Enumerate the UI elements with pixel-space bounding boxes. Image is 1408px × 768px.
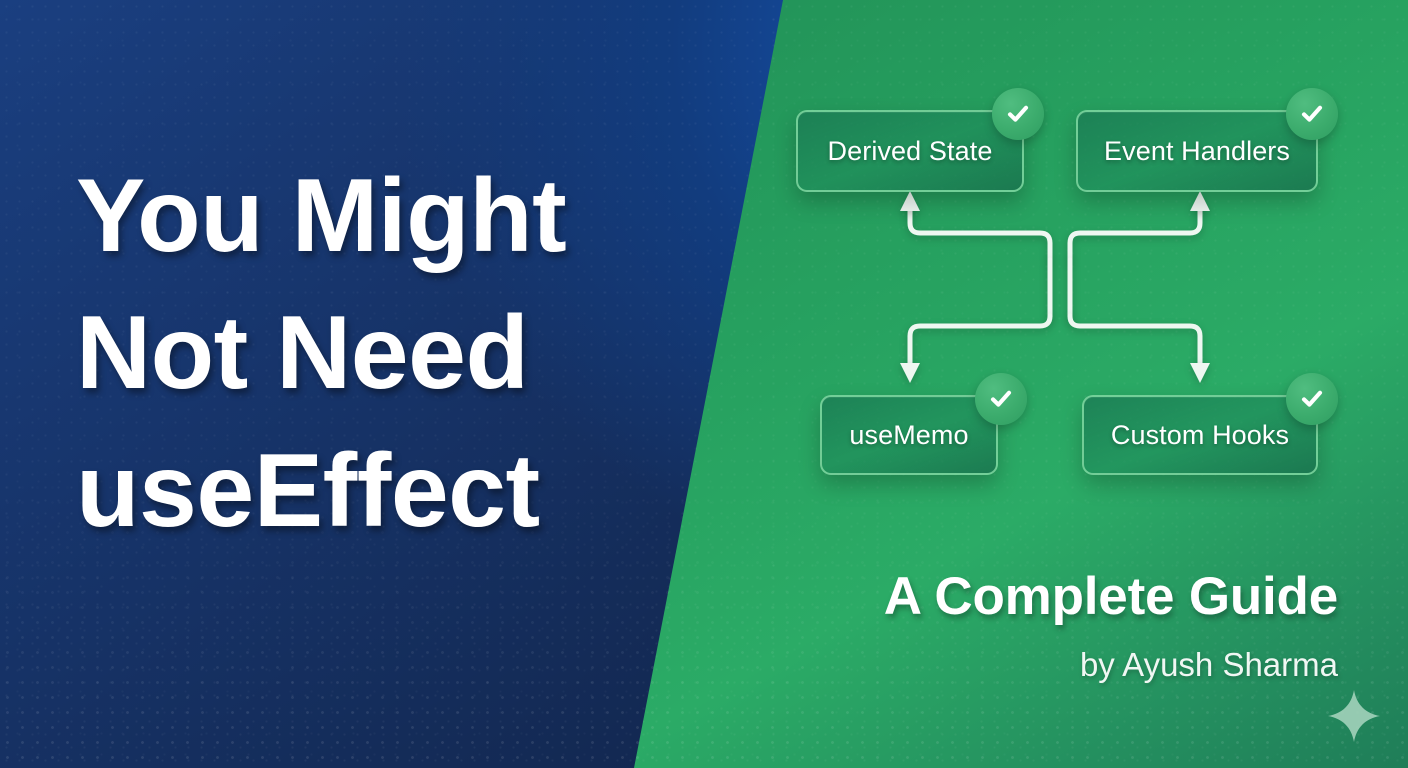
- node-label-derived-state: Derived State: [827, 135, 993, 166]
- arrowhead-event-handlers: [1190, 191, 1210, 211]
- check-icon-custom-hooks: [1286, 373, 1338, 425]
- connector-to-event-handlers: [1067, 205, 1203, 263]
- node-label-usememo: useMemo: [849, 419, 969, 450]
- connector-to-usememo: [907, 313, 1053, 366]
- arrowhead-derived-state: [900, 191, 920, 211]
- arrowhead-custom-hooks: [1190, 363, 1210, 383]
- page-title: You Might Not Need useEffect: [76, 148, 696, 560]
- node-label-event-handlers: Event Handlers: [1104, 135, 1290, 166]
- sparkle-icon: [1324, 686, 1384, 746]
- title-line-1: You Might: [76, 158, 567, 274]
- alternatives-diagram: Derived State Event Handlers useMemo Cus…: [780, 78, 1360, 498]
- subtitle: A Complete Guide: [883, 567, 1338, 626]
- connector-to-custom-hooks: [1067, 313, 1203, 366]
- check-icon-event-handlers: [1286, 88, 1338, 140]
- title-line-3: useEffect: [76, 432, 540, 549]
- node-usememo[interactable]: useMemo: [820, 395, 998, 475]
- node-custom-hooks[interactable]: Custom Hooks: [1082, 395, 1318, 475]
- arrowhead-usememo: [900, 363, 920, 383]
- node-event-handlers[interactable]: Event Handlers: [1076, 110, 1318, 192]
- title-line-2: Not Need: [76, 295, 529, 412]
- check-icon-derived-state: [992, 88, 1044, 140]
- node-derived-state[interactable]: Derived State: [796, 110, 1024, 192]
- connector-to-derived-state: [907, 205, 1053, 263]
- node-label-custom-hooks: Custom Hooks: [1110, 419, 1290, 450]
- check-icon-usememo: [975, 373, 1027, 425]
- author-byline: by Ayush Sharma: [1079, 646, 1338, 683]
